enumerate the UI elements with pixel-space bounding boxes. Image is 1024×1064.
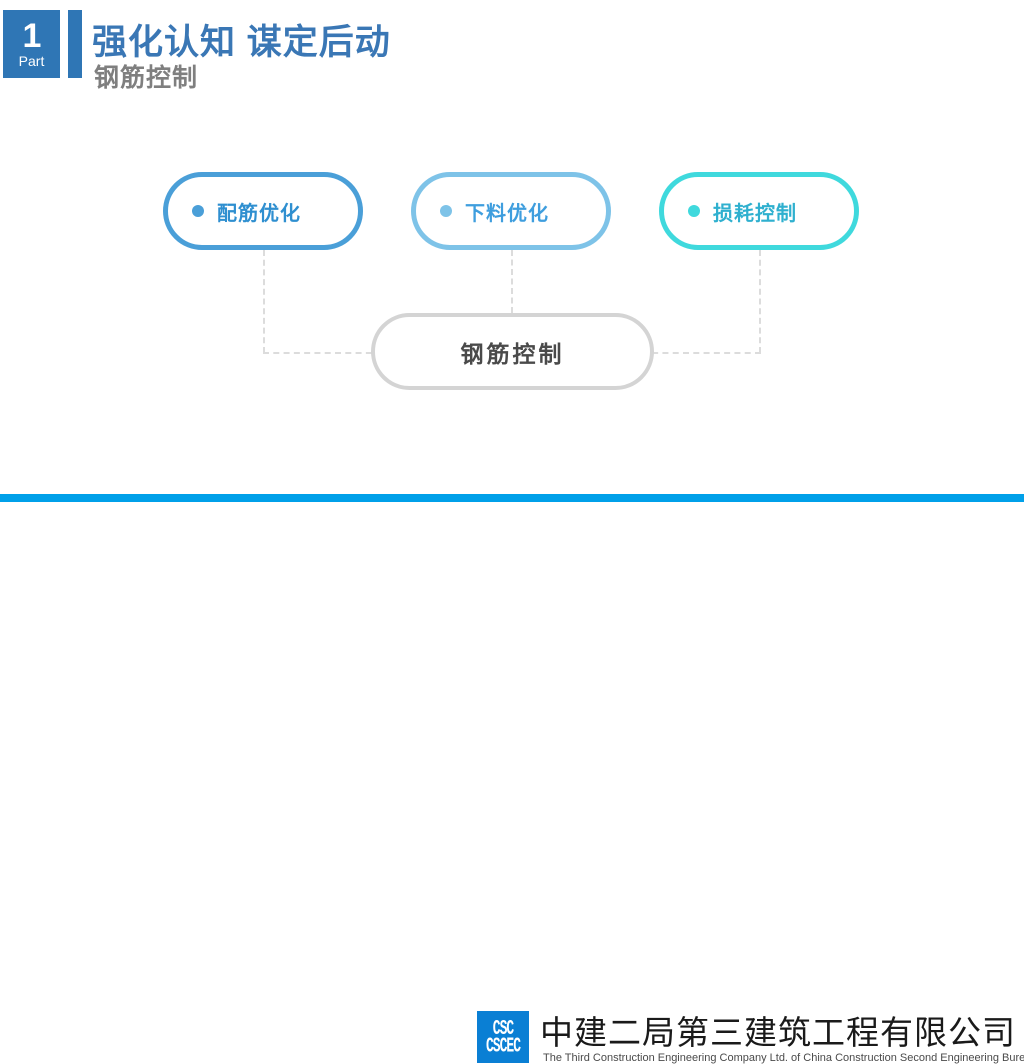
title-accent-bar bbox=[68, 10, 82, 78]
cscec-logo-mark: CSC CSCEC bbox=[486, 1018, 521, 1056]
company-name-en: The Third Construction Engineering Compa… bbox=[543, 1052, 1024, 1064]
bullet-dot-icon bbox=[192, 205, 204, 217]
slide-footer: CSC CSCEC 中建二局第三建筑工程有限公司 The Third Const… bbox=[0, 502, 1024, 1064]
diagram-node-xialiao[interactable]: 下料优化 bbox=[411, 172, 611, 250]
connector-vertical-middle bbox=[511, 250, 513, 313]
part-label: Part bbox=[18, 52, 45, 69]
diagram-canvas: 配筋优化 下料优化 损耗控制 钢筋控制 bbox=[0, 0, 1024, 494]
diagram-center-label: 钢筋控制 bbox=[460, 340, 565, 367]
connector-horizontal-left bbox=[263, 352, 413, 354]
connector-vertical-left bbox=[263, 250, 265, 353]
diagram-center-node[interactable]: 钢筋控制 bbox=[371, 313, 654, 390]
diagram-node-label: 损耗控制 bbox=[713, 202, 797, 225]
slide-header: 1 Part 强化认知 谋定后动 钢筋控制 bbox=[0, 0, 1024, 100]
footer-accent-bar bbox=[0, 494, 1024, 502]
diagram-node-label: 下料优化 bbox=[465, 202, 549, 225]
company-name-cn: 中建二局第三建筑工程有限公司 bbox=[540, 1014, 1016, 1051]
page-subtitle: 钢筋控制 bbox=[94, 64, 199, 92]
part-number: 1 bbox=[22, 16, 42, 55]
bullet-dot-icon bbox=[688, 205, 700, 217]
diagram-node-peijin[interactable]: 配筋优化 bbox=[163, 172, 363, 250]
cscec-logo-icon: CSC CSCEC bbox=[477, 1011, 529, 1063]
diagram-node-label: 配筋优化 bbox=[217, 202, 301, 225]
connector-horizontal-right bbox=[611, 352, 761, 354]
bullet-dot-icon bbox=[440, 205, 452, 217]
part-number-badge: 1 Part bbox=[3, 10, 60, 78]
connector-vertical-right bbox=[759, 250, 761, 353]
page-title: 强化认知 谋定后动 bbox=[92, 23, 391, 62]
cscec-logo-mark-bottom: CSCEC bbox=[485, 1033, 521, 1058]
diagram-node-sunhao[interactable]: 损耗控制 bbox=[659, 172, 859, 250]
